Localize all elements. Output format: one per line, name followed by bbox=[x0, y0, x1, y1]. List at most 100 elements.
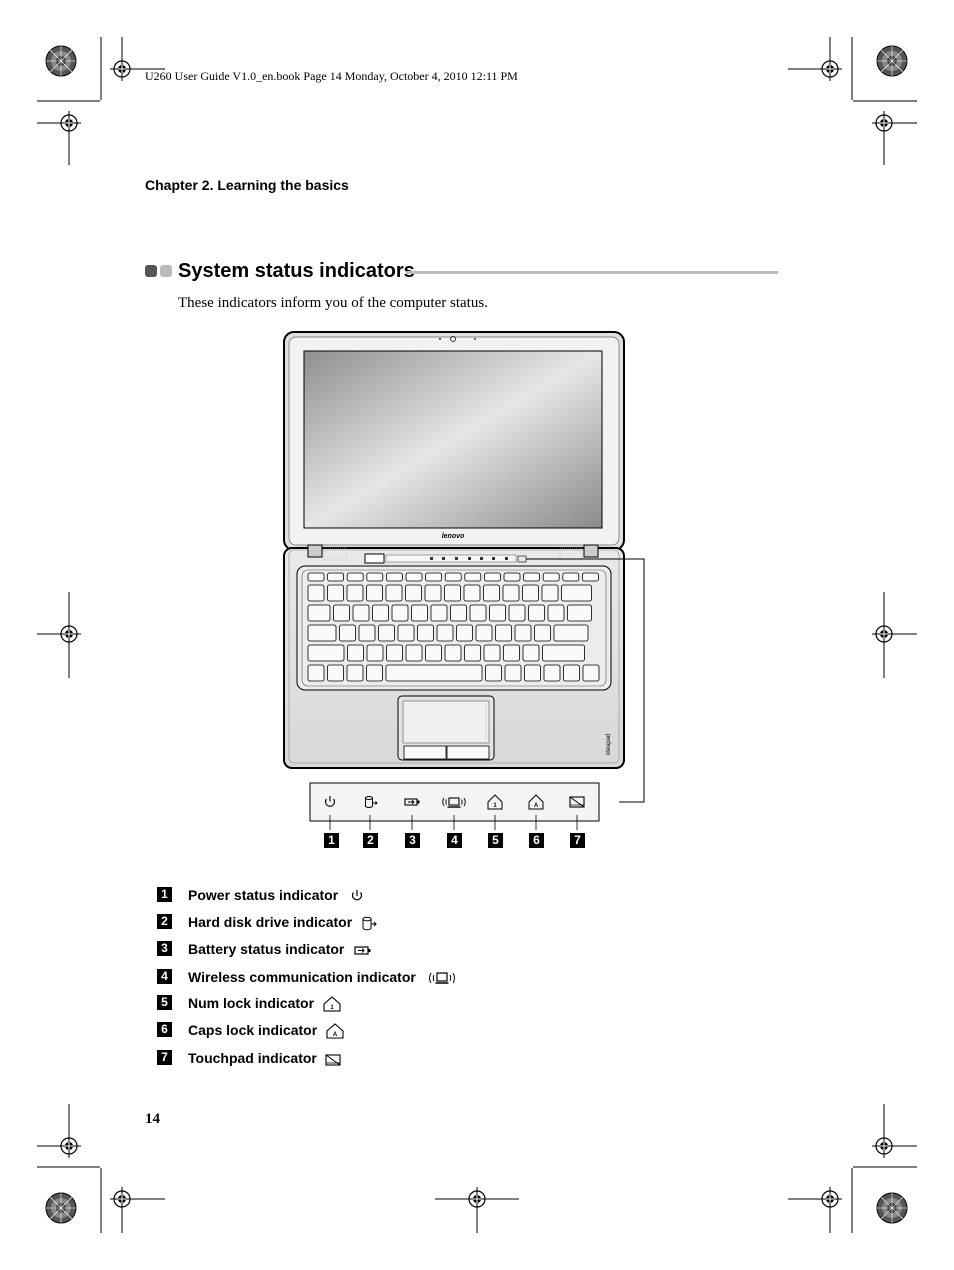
keyboard-key bbox=[503, 572, 521, 582]
keyboard-key bbox=[541, 584, 559, 602]
power-icon bbox=[351, 890, 363, 901]
keyboard-key bbox=[528, 604, 545, 622]
battery-icon bbox=[404, 798, 420, 806]
keyboard-key bbox=[483, 572, 501, 582]
keyboard-key bbox=[553, 624, 589, 642]
keyboard-key bbox=[522, 644, 540, 662]
palmrest-logo: ideapad bbox=[606, 734, 612, 755]
section-intro: These indicators inform you of the compu… bbox=[178, 295, 488, 311]
keyboard-key bbox=[444, 584, 461, 602]
item-number: 1 bbox=[157, 887, 172, 902]
keyboard-key bbox=[547, 604, 565, 622]
keyboard-key bbox=[385, 664, 483, 682]
keyboard-key bbox=[417, 624, 434, 642]
keyboard-key bbox=[307, 664, 325, 682]
bullet-light bbox=[160, 265, 172, 277]
section-rule bbox=[406, 271, 778, 274]
keyboard-key bbox=[464, 572, 482, 582]
page-number: 14 bbox=[145, 1111, 160, 1127]
battery-icon bbox=[354, 946, 371, 955]
item-label: Num lock indicator bbox=[188, 995, 315, 1011]
item-label: Battery status indicator bbox=[188, 941, 345, 957]
keyboard-key bbox=[524, 664, 541, 682]
keyboard-key bbox=[475, 624, 493, 642]
keyboard-key bbox=[372, 604, 389, 622]
keyboard-key bbox=[508, 604, 526, 622]
keyboard-key bbox=[424, 584, 442, 602]
keyboard-key bbox=[567, 604, 592, 622]
keyboard-key bbox=[542, 644, 585, 662]
item-number: 5 bbox=[157, 995, 172, 1010]
item-number: 3 bbox=[157, 941, 172, 956]
svg-text:1: 1 bbox=[330, 1005, 334, 1011]
keyboard-key bbox=[358, 624, 376, 642]
keyboard-key bbox=[514, 624, 532, 642]
keyboard-key bbox=[463, 584, 481, 602]
keyboard-key bbox=[542, 572, 560, 582]
item-number: 2 bbox=[157, 914, 172, 929]
keyboard-key bbox=[485, 664, 502, 682]
item-label: Power status indicator bbox=[188, 887, 339, 903]
svg-text:1: 1 bbox=[493, 803, 497, 809]
keyboard-key bbox=[405, 644, 423, 662]
keyboard-key bbox=[366, 584, 383, 602]
keyboard-key bbox=[397, 624, 415, 642]
item-number: 7 bbox=[157, 1050, 172, 1065]
keyboard-key bbox=[534, 624, 551, 642]
wireless-icon bbox=[429, 972, 455, 984]
keyboard-key bbox=[502, 584, 520, 602]
keyboard-key bbox=[307, 604, 331, 622]
keyboard-key bbox=[346, 664, 364, 682]
touchpad-icon bbox=[325, 1054, 341, 1066]
num-lock-icon: 1 bbox=[487, 794, 503, 810]
keyboard-key bbox=[489, 604, 506, 622]
keyboard-key bbox=[483, 584, 500, 602]
callout-2: 2 bbox=[363, 833, 378, 848]
keyboard-key bbox=[405, 584, 422, 602]
keyboard-key bbox=[327, 572, 344, 582]
keyboard-key bbox=[581, 572, 599, 582]
svg-text:A: A bbox=[534, 803, 539, 809]
keyboard-key bbox=[523, 572, 541, 582]
keyboard-key bbox=[307, 644, 345, 662]
hdd-icon bbox=[365, 796, 378, 808]
keyboard-key bbox=[327, 664, 344, 682]
hdd-icon bbox=[362, 916, 377, 931]
callout-6: 6 bbox=[529, 833, 544, 848]
caps-lock-icon: A bbox=[528, 794, 544, 810]
touchpad-icon bbox=[569, 796, 585, 808]
item-label: Wireless communication indicator bbox=[188, 969, 416, 985]
keyboard-key bbox=[543, 664, 561, 682]
num-lock-icon: 1 bbox=[323, 996, 341, 1012]
keyboard-key bbox=[346, 584, 364, 602]
keyboard-key bbox=[522, 584, 539, 602]
keyboard-key bbox=[411, 604, 428, 622]
keyboard-key bbox=[307, 624, 337, 642]
keyboard-keys bbox=[307, 572, 600, 682]
keyboard-key bbox=[469, 604, 487, 622]
keyboard-key bbox=[562, 572, 580, 582]
power-icon bbox=[324, 796, 336, 807]
keyboard-key bbox=[366, 644, 384, 662]
wireless-icon bbox=[442, 797, 466, 808]
keyboard-key bbox=[582, 664, 600, 682]
keyboard-key bbox=[425, 644, 442, 662]
keyboard-key bbox=[366, 664, 383, 682]
callout-7: 7 bbox=[570, 833, 585, 848]
keyboard-key bbox=[563, 664, 580, 682]
keyboard-key bbox=[430, 604, 448, 622]
keyboard-key bbox=[333, 604, 350, 622]
callout-5: 5 bbox=[488, 833, 503, 848]
item-label: Touchpad indicator bbox=[188, 1050, 317, 1066]
keyboard-key bbox=[352, 604, 370, 622]
keyboard-key bbox=[347, 644, 364, 662]
keyboard-key bbox=[307, 584, 325, 602]
section-bullets bbox=[145, 265, 173, 279]
keyboard-key bbox=[503, 644, 520, 662]
keyboard-key bbox=[450, 604, 467, 622]
section-title: System status indicators bbox=[178, 260, 415, 282]
figure-callouts: 1 2 3 4 5 6 7 bbox=[308, 831, 598, 849]
item-number: 4 bbox=[157, 969, 172, 984]
